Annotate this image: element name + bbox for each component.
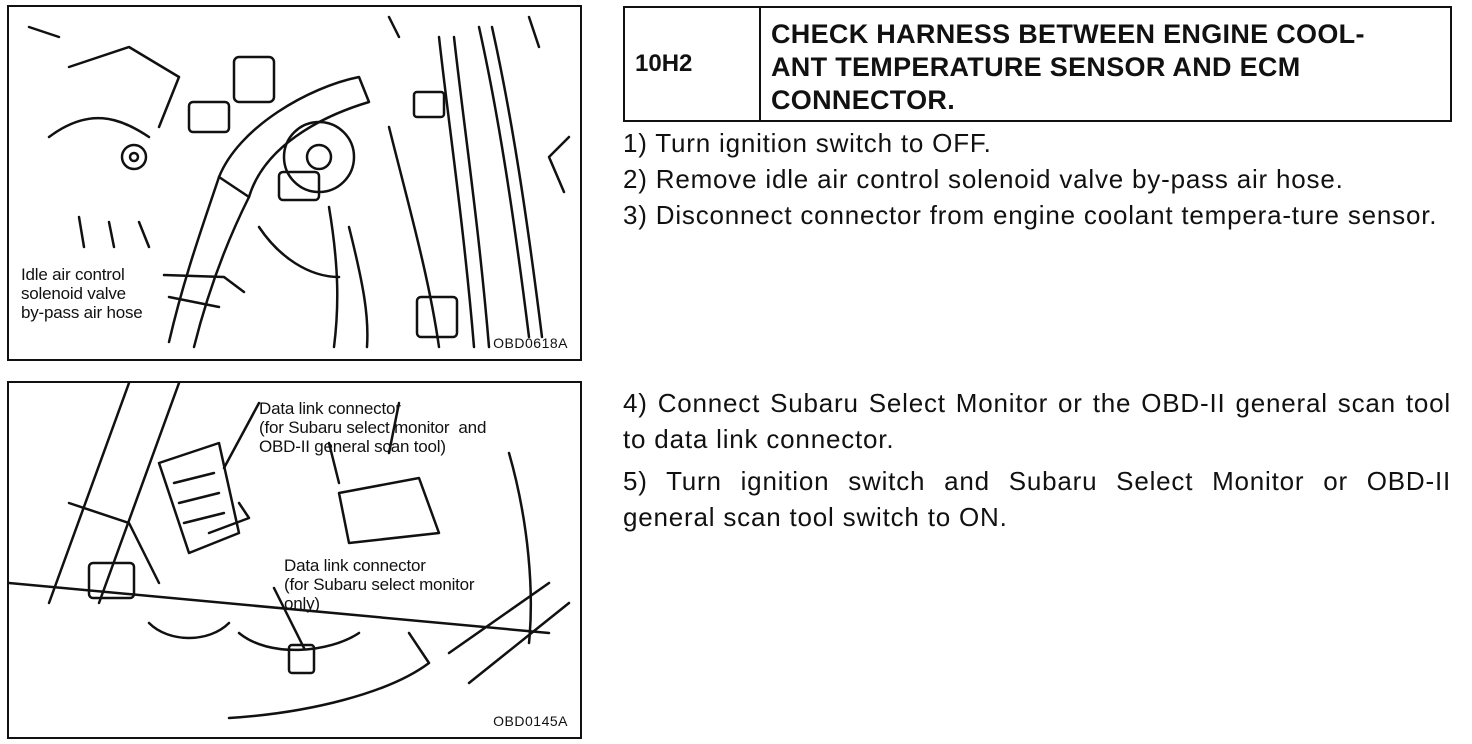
step-code: 10H2 [625,8,761,120]
data-link-connector-callout: Data link connector (for Subaru select m… [259,399,487,456]
engine-bay-figure: Idle air control solenoid valve by-pass … [7,5,582,361]
step-3: 3) Disconnect connector from engine cool… [623,200,1438,230]
step-heading-box: 10H2 CHECK HARNESS BETWEEN ENGINE COOL- … [623,6,1452,122]
data-link-figure: Data link connector (for Subaru select m… [7,381,582,739]
select-monitor-connector-callout: Data link connector (for Subaru select m… [284,556,475,613]
bypass-hose-callout: Idle air control solenoid valve by-pass … [21,265,143,322]
data-link-illustration [9,383,571,720]
step-5: 5) Turn ignition switch and Subaru Selec… [623,466,1451,532]
procedure-steps-2: 4) Connect Subaru Select Monitor or the … [623,385,1451,541]
figure-code: OBD0618A [493,335,568,351]
figure-code: OBD0145A [493,713,568,729]
step-1: 1) Turn ignition switch to OFF. [623,128,992,158]
step-2: 2) Remove idle air control solenoid valv… [623,164,1344,194]
procedure-steps-1: 1) Turn ignition switch to OFF. 2) Remov… [623,125,1451,233]
step-4: 4) Connect Subaru Select Monitor or the … [623,388,1451,454]
engine-bay-illustration [27,15,571,349]
step-title: CHECK HARNESS BETWEEN ENGINE COOL- ANT T… [771,19,1365,115]
